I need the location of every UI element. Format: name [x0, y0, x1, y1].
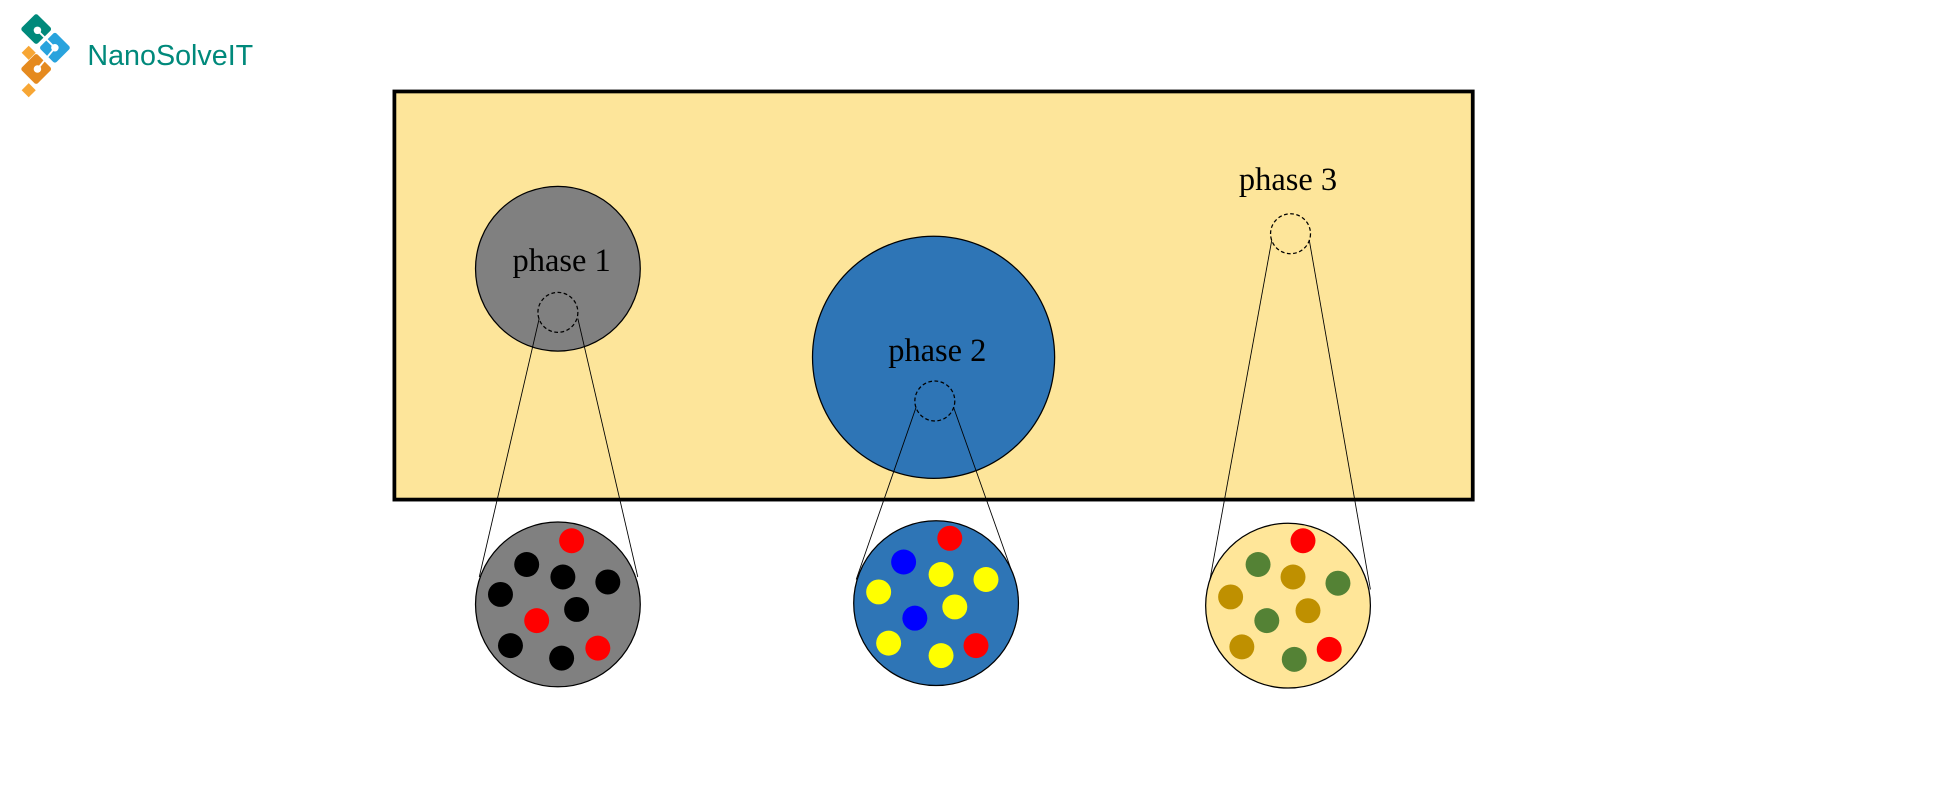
- red-particle: [585, 635, 611, 661]
- yellow-particle: [866, 579, 892, 605]
- phase-1-label: phase 1: [513, 243, 611, 279]
- gold-particle: [1229, 634, 1255, 660]
- green-particle: [1281, 646, 1307, 672]
- red-particle: [1316, 636, 1342, 662]
- black-particle: [488, 581, 513, 607]
- blue-particle: [891, 549, 917, 575]
- blue-particle: [902, 605, 928, 631]
- red-particle: [1290, 528, 1316, 554]
- logo-text: NanoSolveIT: [87, 40, 253, 72]
- phase-3-zoom-marker: [1269, 213, 1312, 255]
- magnification-lines: [478, 239, 1371, 590]
- green-particle: [1325, 570, 1351, 596]
- phase-2-region: [811, 235, 1056, 479]
- black-particle: [514, 552, 540, 577]
- yellow-particle: [973, 566, 999, 592]
- green-particle: [1254, 608, 1280, 634]
- black-particle: [564, 596, 590, 622]
- green-particle: [1245, 552, 1271, 577]
- black-particle: [550, 564, 576, 590]
- yellow-particle: [928, 643, 954, 669]
- phase-1-region: [474, 185, 641, 352]
- phase-2-zoom-marker: [914, 380, 956, 422]
- gold-particle: [1218, 584, 1244, 610]
- yellow-particle: [928, 561, 954, 587]
- particles: [488, 525, 1351, 672]
- yellow-particle: [876, 630, 902, 656]
- nanosolveit-logo: NanoSolveIT: [21, 14, 253, 98]
- black-particle: [595, 569, 621, 595]
- black-particle: [497, 633, 523, 659]
- black-particle: [549, 645, 575, 671]
- red-particle: [963, 633, 989, 659]
- red-particle: [937, 525, 963, 551]
- yellow-particle: [942, 594, 968, 620]
- red-particle: [524, 608, 550, 634]
- gold-particle: [1280, 564, 1306, 590]
- phase-3-label: phase 3: [1239, 162, 1337, 198]
- gold-particle: [1295, 598, 1321, 624]
- red-particle: [559, 528, 585, 554]
- phase-2-label: phase 2: [888, 333, 986, 369]
